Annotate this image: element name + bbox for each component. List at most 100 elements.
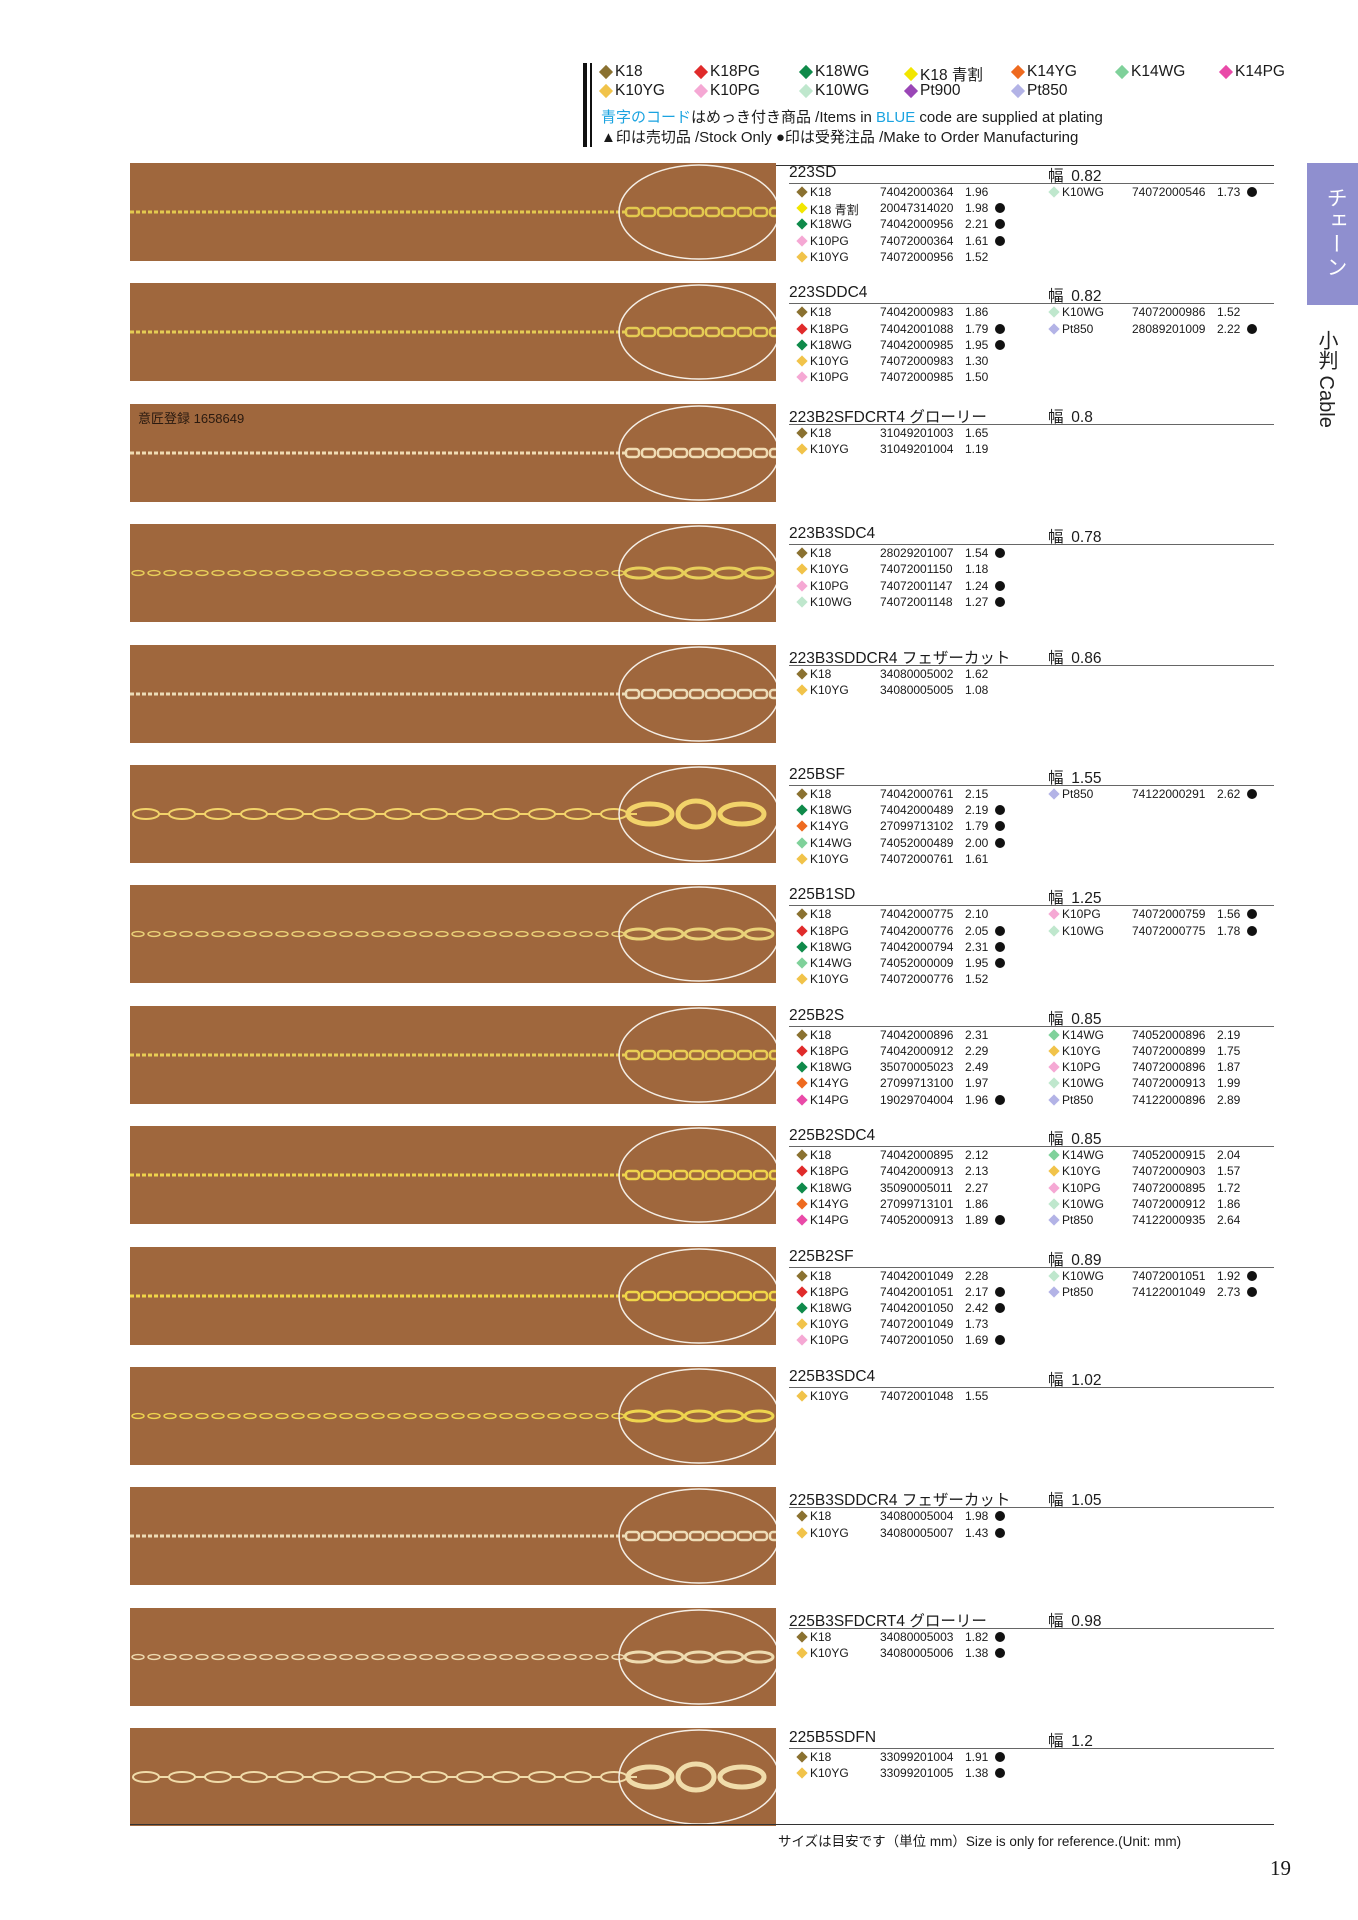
diamond-icon <box>1048 908 1060 921</box>
legend-label: Pt900 <box>920 82 961 99</box>
width-value: 幅 0.8 <box>1048 405 1093 427</box>
chain-link-zoom <box>640 327 657 338</box>
chain-illustration <box>131 1609 776 1705</box>
chain-illustration <box>131 1368 776 1464</box>
chain-link <box>531 1412 545 1420</box>
weight-value: 1.99 <box>1217 1076 1241 1091</box>
weight-value: 1.30 <box>965 353 989 368</box>
diamond-icon <box>598 83 614 99</box>
legend-note-stock: ▲印は売切品 /Stock Only ●印は受発注品 /Make to Orde… <box>601 129 1079 146</box>
section-rule <box>789 303 1274 305</box>
legend-label: K14YG <box>1027 63 1077 80</box>
chain-link <box>515 1653 529 1660</box>
diamond-icon <box>1048 1061 1060 1073</box>
made-to-order-dot-icon <box>995 548 1005 559</box>
item-code: 28089201009 <box>1132 321 1206 336</box>
item-code: 74122000935 <box>1132 1212 1206 1227</box>
chain-link <box>168 1771 196 1784</box>
material-name: K18 <box>810 1148 832 1163</box>
legend-item: K14YG <box>1010 63 1077 81</box>
chain-link <box>131 570 145 577</box>
chain-link <box>611 931 625 938</box>
diamond-icon <box>693 83 709 99</box>
material-name: K10WG <box>1062 305 1105 320</box>
chain-link <box>387 1653 401 1660</box>
chain-link <box>563 1653 577 1660</box>
material-name: K10WG <box>1062 1196 1105 1211</box>
weight-value: 2.00 <box>965 835 989 850</box>
weight-value: 1.54 <box>965 546 989 561</box>
item-code: 74052000009 <box>880 955 954 970</box>
width-value: 幅 0.85 <box>1048 1127 1101 1149</box>
chain-illustration <box>132 1729 776 1825</box>
width-label: 幅 <box>1048 649 1064 667</box>
weight-value: 1.98 <box>965 1509 989 1524</box>
diamond-icon <box>1048 1045 1060 1057</box>
weight-value: 1.98 <box>965 201 989 216</box>
chain-link <box>168 808 196 820</box>
diamond-icon <box>796 1334 808 1347</box>
width-label: 幅 <box>1048 890 1064 908</box>
chain-link <box>492 1771 520 1784</box>
chain-link <box>563 931 577 938</box>
chain-link <box>339 931 353 938</box>
chain-link-zoom <box>743 566 775 580</box>
made-to-order-dot-icon <box>1247 789 1257 799</box>
made-to-order-dot-icon <box>995 580 1005 591</box>
width-number: 0.8 <box>1071 408 1093 426</box>
item-code: 74042001051 <box>880 1284 954 1299</box>
width-label: 幅 <box>1048 288 1064 306</box>
weight-value: 1.95 <box>965 337 989 352</box>
diamond-icon <box>796 1077 808 1090</box>
zoom-circle <box>618 284 776 381</box>
chain-link-zoom <box>640 1169 657 1181</box>
weight-value: 1.72 <box>1217 1180 1241 1195</box>
zoom-circle <box>618 886 776 983</box>
item-code: 74072001147 <box>880 578 953 593</box>
chain-link <box>276 1771 304 1784</box>
chain-link-zoom <box>713 1650 745 1664</box>
item-code: 74042000896 <box>880 1027 954 1042</box>
legend-item: K10WG <box>798 82 869 100</box>
chain-link-zoom <box>713 1409 745 1423</box>
chain-link <box>204 808 232 820</box>
material-name: K14PG <box>810 1092 849 1107</box>
chain-link-zoom <box>736 327 753 338</box>
chain-link <box>528 808 556 820</box>
weight-value: 1.86 <box>965 1196 989 1211</box>
material-name: K18 <box>810 1268 832 1283</box>
chain-link <box>547 1412 561 1420</box>
width-number: 1.02 <box>1071 1372 1102 1389</box>
material-name: K18 <box>810 787 832 801</box>
product-code: 225B1SD <box>789 886 856 904</box>
item-code: 34080005007 <box>880 1525 954 1540</box>
weight-value: 1.78 <box>1217 923 1241 938</box>
item-code: 74052000913 <box>880 1212 954 1227</box>
weight-value: 1.96 <box>965 1092 989 1107</box>
material-name: K14WG <box>810 955 853 970</box>
chain-link <box>564 808 592 820</box>
chain-link-zoom <box>656 688 673 699</box>
chain-link-zoom <box>704 206 721 218</box>
weight-value: 2.10 <box>965 907 989 922</box>
chain-link <box>531 570 545 577</box>
weight-value: 2.13 <box>965 1164 989 1179</box>
weight-value: 1.18 <box>965 562 989 577</box>
chain-link <box>163 931 177 938</box>
section-rule <box>789 544 1274 546</box>
product-code: 223SDDC4 <box>789 284 868 302</box>
diamond-icon <box>1048 186 1060 198</box>
product-code: 223SD <box>789 164 837 181</box>
item-code: 74072000895 <box>1132 1180 1206 1195</box>
category-tab[interactable]: チェーン <box>1307 163 1358 305</box>
section-rule <box>789 1266 1274 1268</box>
chain-link-zoom <box>672 1290 689 1301</box>
diamond-icon <box>796 202 808 214</box>
item-code: 74072000776 <box>880 972 954 987</box>
width-label: 幅 <box>1048 1612 1064 1630</box>
chain-link-zoom <box>624 1531 641 1542</box>
chain-link <box>243 931 257 938</box>
chain-link <box>259 1653 273 1660</box>
